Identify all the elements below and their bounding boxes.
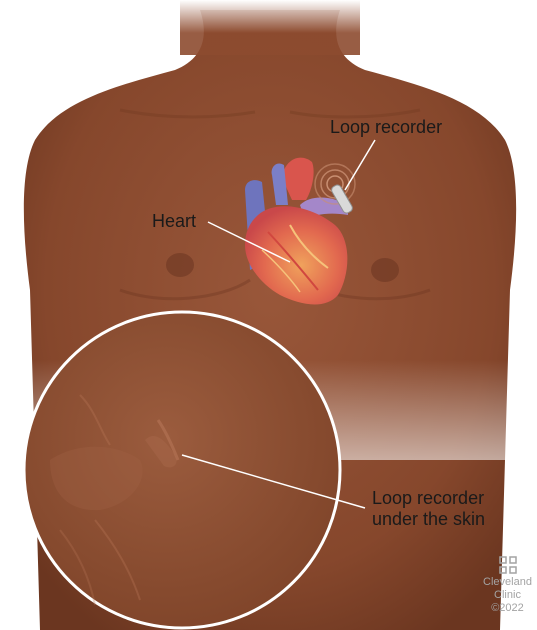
under-skin-label-line2: under the skin [372,509,485,530]
under-skin-label-line1: Loop recorder [372,488,485,509]
clinic-logo-icon [499,556,517,574]
cleveland-clinic-logo: Cleveland Clinic ©2022 [478,556,537,615]
logo-copyright: ©2022 [478,602,537,615]
skin-inset [24,312,340,628]
heart-label: Heart [152,211,196,231]
loop-recorder-label: Loop recorder [330,117,442,137]
logo-line1: Cleveland [478,576,537,589]
logo-line2: Clinic [478,589,537,602]
under-skin-label: Loop recorder under the skin [372,488,485,530]
